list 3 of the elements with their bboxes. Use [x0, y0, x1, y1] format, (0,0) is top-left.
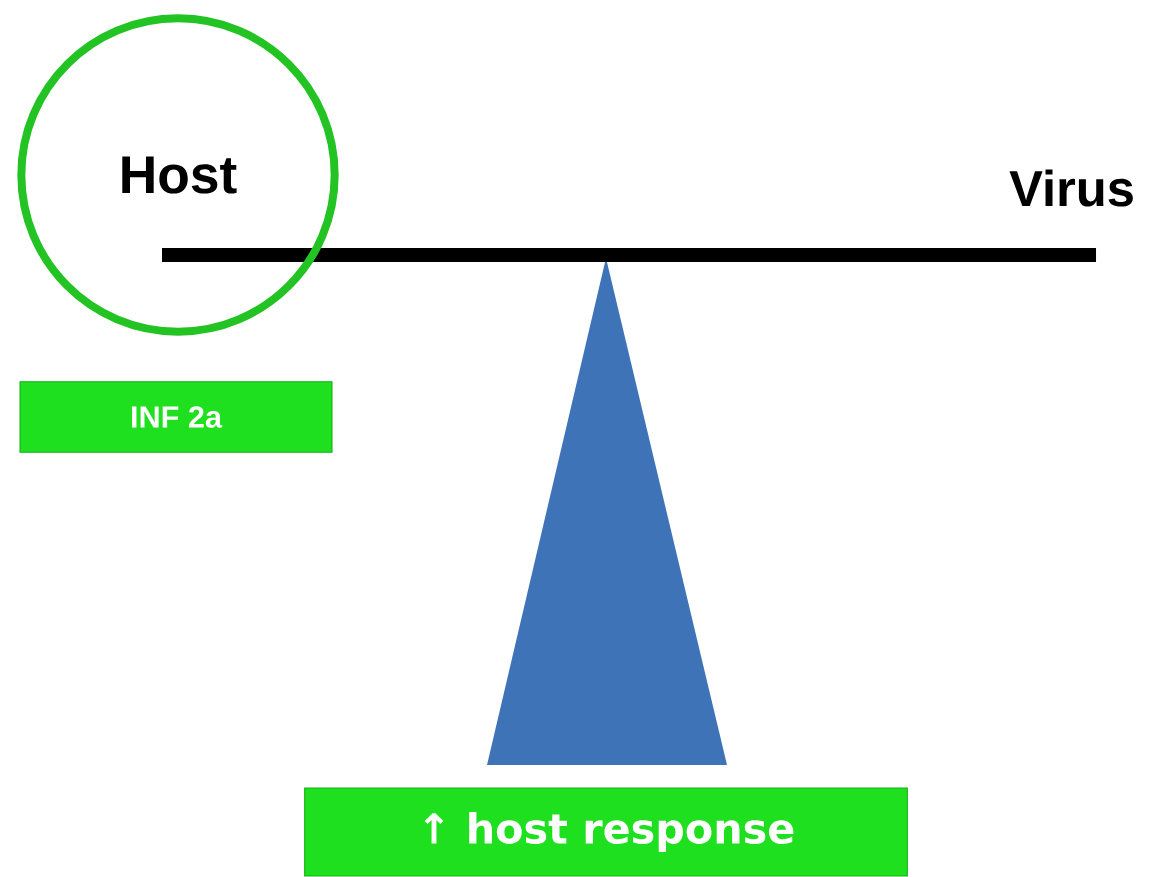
- label-box: INF 2a: [19, 381, 333, 453]
- side-label: Virus: [1009, 169, 1133, 207]
- label-box: ↑ host response: [304, 787, 908, 877]
